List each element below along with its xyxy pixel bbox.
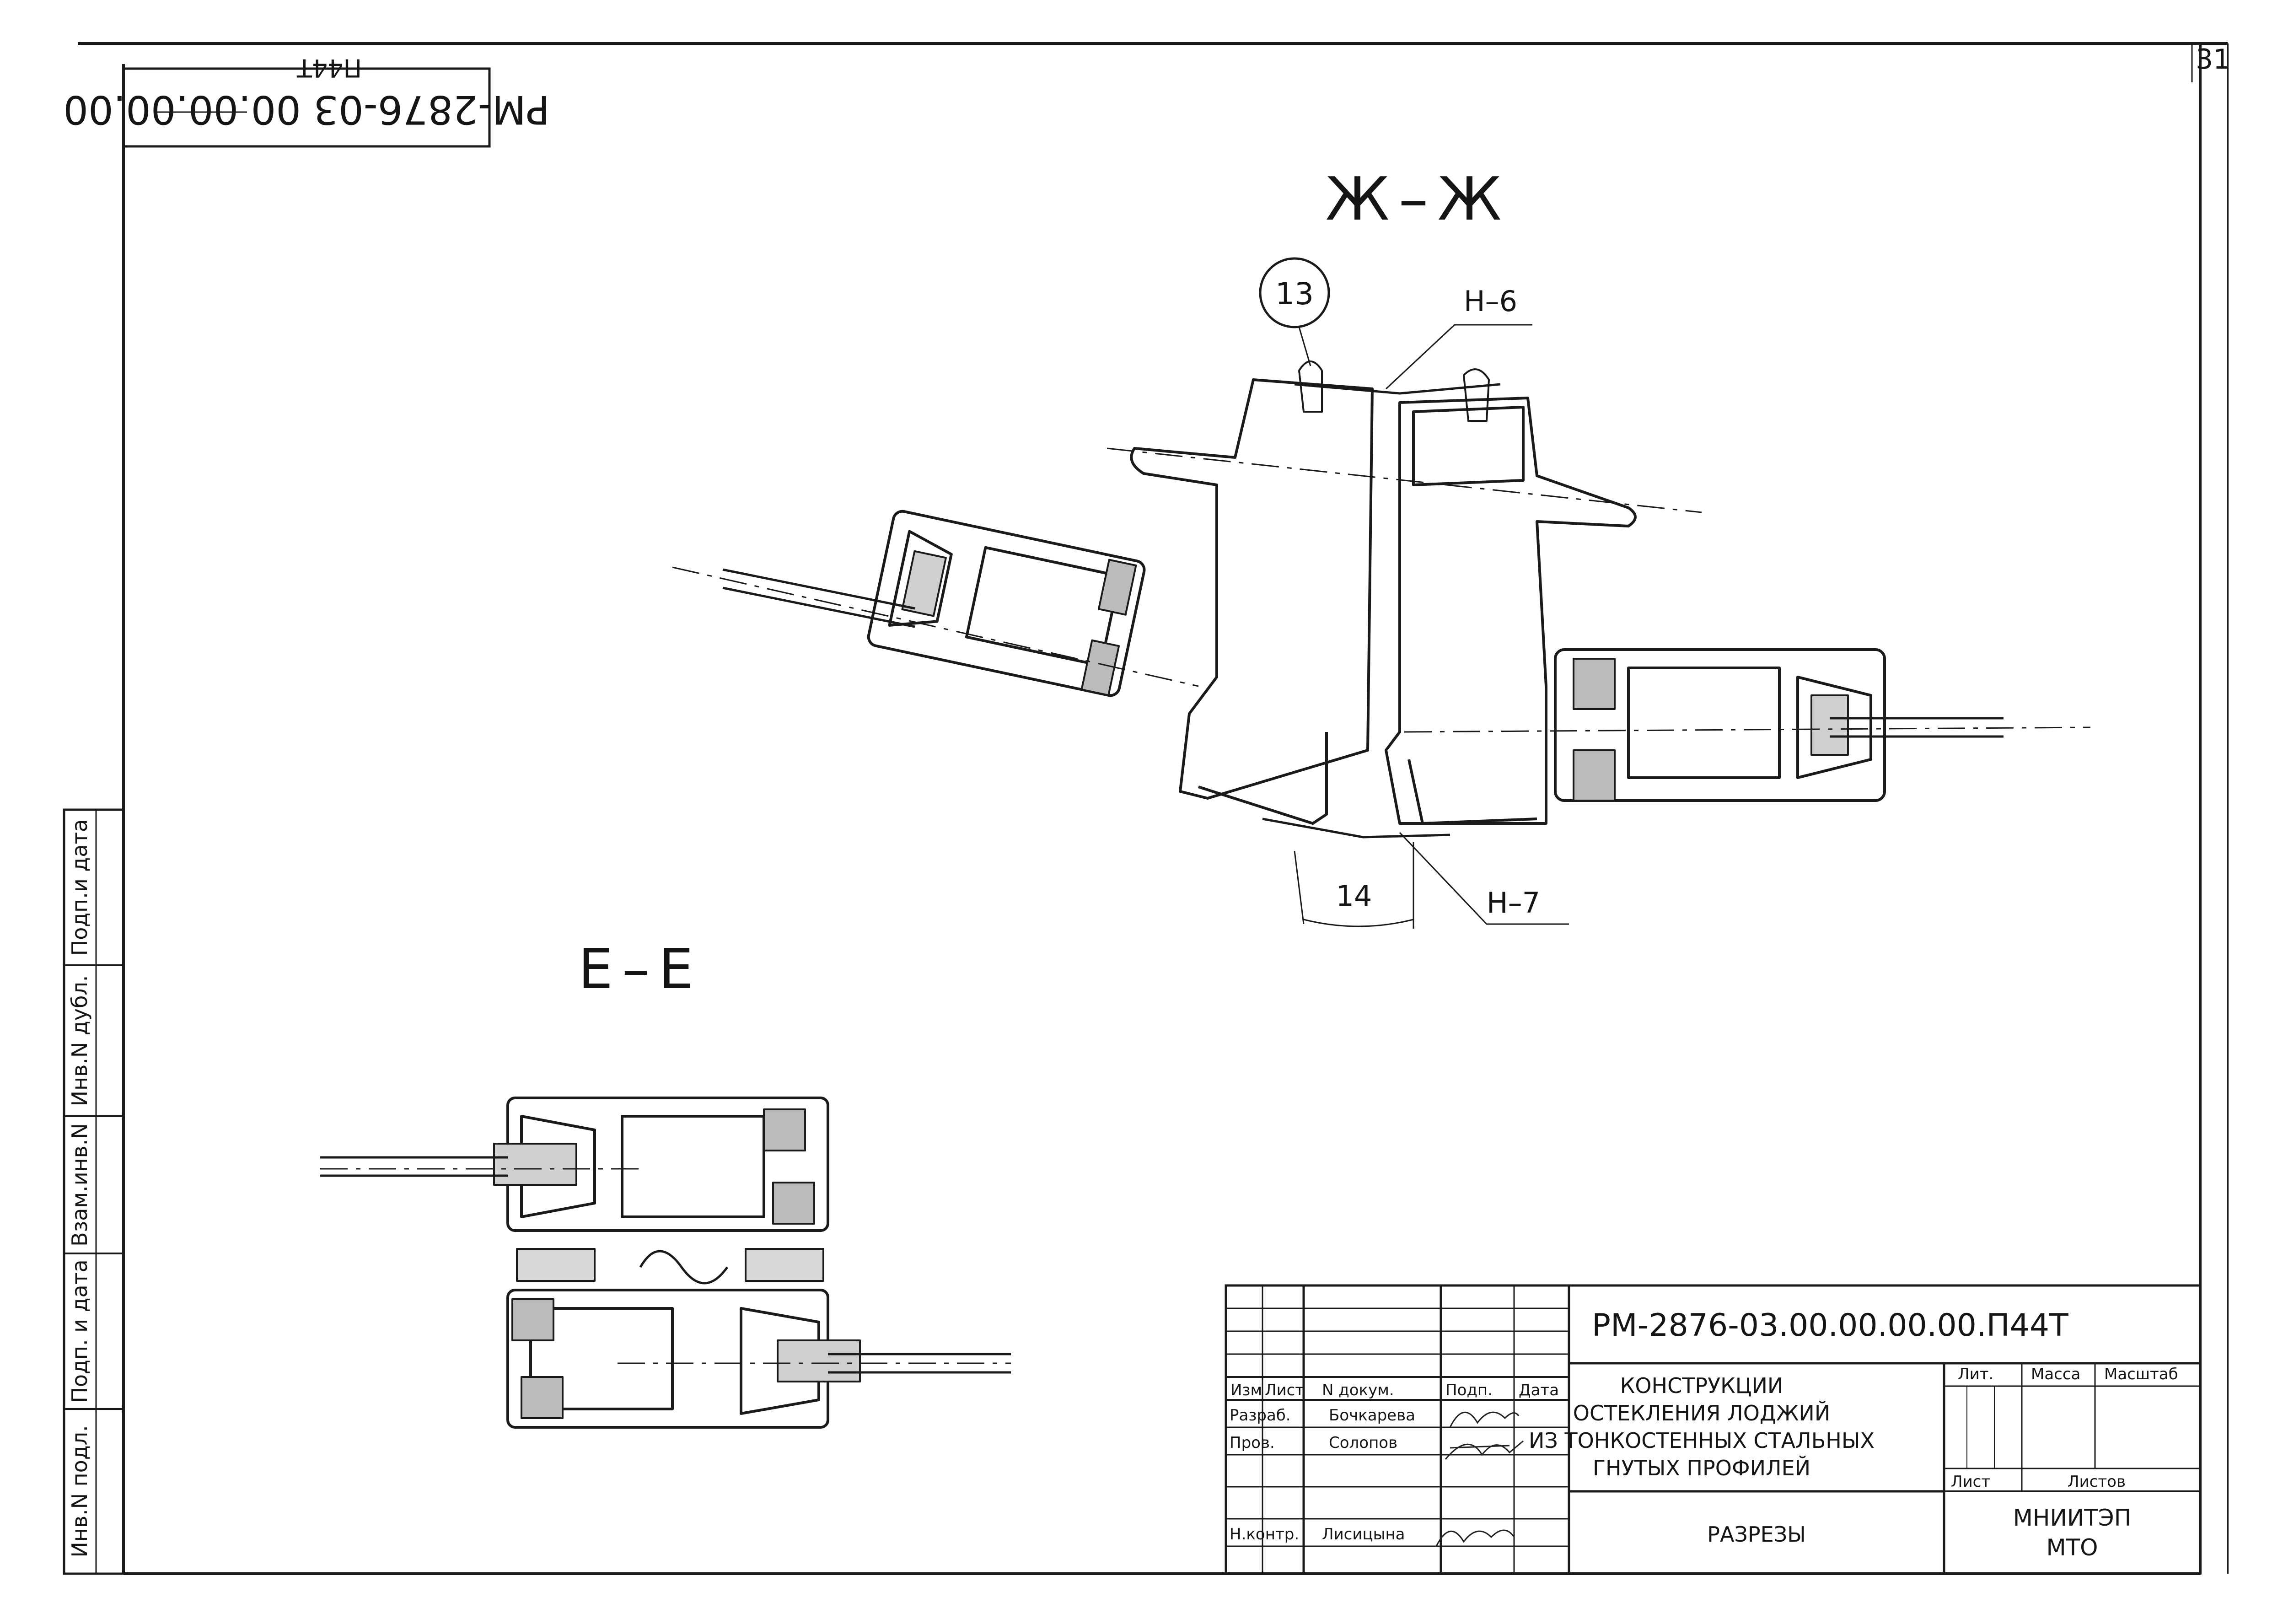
tb-header-izm: Изм (1230, 1381, 1262, 1399)
zh-centerlines (672, 447, 2091, 733)
section-e-title: Е–Е (578, 938, 703, 1001)
callout-13: 13 (1259, 257, 1330, 366)
e-connector-s (639, 1250, 729, 1285)
tb-sheet-name: РАЗРЕЗЫ (1707, 1522, 1806, 1547)
tb-org-line-1: МНИИТЭП (2013, 1505, 2132, 1531)
zh-leader-h7 (1399, 832, 1569, 925)
e-upper-sash (493, 1097, 829, 1232)
zh-inner-profile-low-left (1198, 732, 1328, 825)
tb-header-list: Лист (1265, 1381, 1304, 1399)
dim-14: 14 (1336, 879, 1372, 913)
tb-row-prov-role: Пров. (1230, 1434, 1275, 1452)
tb-title-line-1: КОНСТРУКЦИИ (1620, 1373, 1783, 1398)
tb-header-ndok: N докум. (1322, 1381, 1394, 1399)
tb-mass-label: Масса (2031, 1365, 2080, 1383)
section-e-drawing (320, 1097, 1011, 1429)
zh-glass-right (1830, 717, 2004, 738)
sheet-frame (78, 42, 2229, 1575)
zh-screw-right (1463, 368, 1490, 422)
tb-designation: РМ-2876-03.00.00.00.00.П44Т (1592, 1307, 2068, 1344)
signatures (1435, 1411, 1524, 1547)
zh-leader-h6 (1385, 324, 1532, 390)
tb-header-podp: Подп. (1445, 1381, 1493, 1399)
label-h6: Н–6 (1464, 285, 1517, 318)
tb-row-nkontr-name: Лисицына (1322, 1525, 1405, 1543)
e-centerlines (320, 1168, 1011, 1364)
zh-right-sash (1554, 648, 1886, 802)
signature-nkontr (1435, 1529, 1515, 1547)
stamp-inv-dubl: Инв.N дубл. (67, 975, 92, 1107)
zh-strip-h7 (1262, 817, 1450, 839)
tb-lit-label: Лит. (1958, 1365, 1993, 1383)
e-glass-upper (320, 1156, 508, 1177)
stamp-inv-podl: Инв.N подл. (67, 1425, 92, 1557)
callout-13-text: 13 (1275, 276, 1314, 312)
e-connector-left (516, 1248, 596, 1282)
zh-strip-h6 (1294, 383, 1501, 395)
signature-prov (1445, 1440, 1524, 1460)
tb-title-line-3: ИЗ ТОНКОСТЕННЫХ СТАЛЬНЫХ (1529, 1428, 1875, 1453)
rotated-code-sub: П44Т (296, 54, 362, 82)
section-zh-title: Ж–Ж (1325, 164, 1510, 234)
section-zh-drawing (672, 324, 2091, 929)
stamp-podp-data-1: Подп. и дата (67, 1259, 92, 1403)
zh-screw-left (1298, 360, 1323, 413)
e-glass-lower (828, 1353, 1011, 1374)
tb-list-label: Лист (1951, 1473, 1990, 1491)
stamp-vzam-inv: Взам.инв.N (67, 1123, 92, 1247)
tb-header-data: Дата (1519, 1381, 1559, 1399)
side-stamp: Инв.N подл. Подп. и дата Взам.инв.N Инв.… (63, 808, 125, 1575)
zh-mullion-left-half (1130, 378, 1374, 800)
stamp-podp-data-2: Подп.и дата (67, 819, 92, 956)
tb-row-razrab-role: Разраб. (1230, 1406, 1291, 1425)
tb-row-razrab-name: Бочкарева (1329, 1406, 1415, 1425)
rotated-code-text: РМ-2876-03 00.00.00.00 (63, 86, 550, 132)
page-number: 31 (2196, 43, 2230, 75)
signature-razrab (1449, 1411, 1520, 1428)
e-connector-right (745, 1248, 824, 1282)
e-lower-sash (506, 1289, 861, 1429)
zh-inner-profile-low-right (1407, 759, 1537, 825)
tb-title-line-2: ОСТЕКЛЕНИЯ ЛОДЖИЙ (1573, 1401, 1831, 1425)
label-h7: Н–7 (1487, 886, 1540, 920)
tb-lists-label: Листов (2068, 1473, 2126, 1491)
tb-org-line-2: МТО (2046, 1534, 2098, 1561)
tb-title-line-4: ГНУТЫХ ПРОФИЛЕЙ (1593, 1456, 1810, 1480)
title-block (1225, 1284, 2202, 1575)
zh-glass-left (722, 568, 915, 628)
tb-scale-label: Масштаб (2104, 1365, 2178, 1383)
zh-left-sash (867, 510, 1146, 697)
rotated-code-box: РМ-2876-03 00.00.00.00 П44Т (63, 54, 550, 148)
tb-row-prov-name: Солопов (1329, 1434, 1397, 1452)
zh-dim-14 (1294, 842, 1414, 929)
tb-row-nkontr-role: Н.контр. (1230, 1525, 1299, 1543)
